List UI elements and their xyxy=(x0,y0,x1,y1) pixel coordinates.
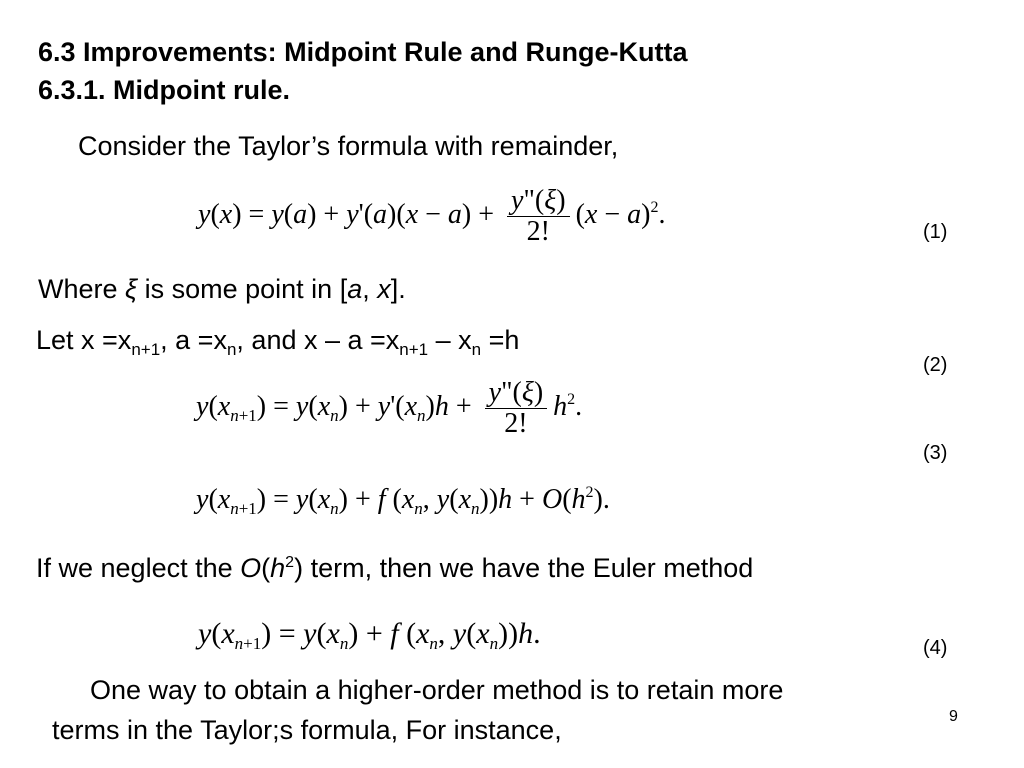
equation-4: y(xn+1) = y(xn) + f (xn, y(xn))h. xyxy=(198,617,541,653)
subsection-title: 6.3.1. Midpoint rule. xyxy=(38,75,291,105)
equation-3: y(xn+1) = y(xn) + f (xn, y(xn))h + O(h2)… xyxy=(196,484,610,518)
equation-2-fraction: y"(ξ) 2! xyxy=(484,378,548,439)
let-text: Let x =xn+1, a =xn, and x – a =xn+1 – xn… xyxy=(36,325,520,359)
intro-text: Consider the Taylor’s formula with remai… xyxy=(78,131,619,161)
closing-line-2: terms in the Taylor;s formula, For insta… xyxy=(52,715,562,745)
equation-number-1: (1) xyxy=(923,221,948,243)
page-number: 9 xyxy=(949,708,958,725)
equation-1-fraction: y"(ξ) 2! xyxy=(507,186,570,247)
euler-intro-text: If we neglect the O(h2) term, then we ha… xyxy=(36,553,754,583)
closing-line-1: One way to obtain a higher-order method … xyxy=(90,675,784,705)
equation-2: y(xn+1) = y(xn) + y'(xn)h + y"(ξ) 2! h2. xyxy=(196,377,583,439)
equation-1: y(x) = y(a) + y'(a)(x − a) + y"(ξ) 2! (x… xyxy=(198,185,666,247)
where-text: Where ξ is some point in [a, x]. xyxy=(38,274,406,304)
section-title: 6.3 Improvements: Midpoint Rule and Rung… xyxy=(38,37,688,67)
equation-number-2: (2) xyxy=(923,354,948,376)
equation-number-3: (3) xyxy=(923,442,948,464)
equation-number-4: (4) xyxy=(923,637,948,659)
